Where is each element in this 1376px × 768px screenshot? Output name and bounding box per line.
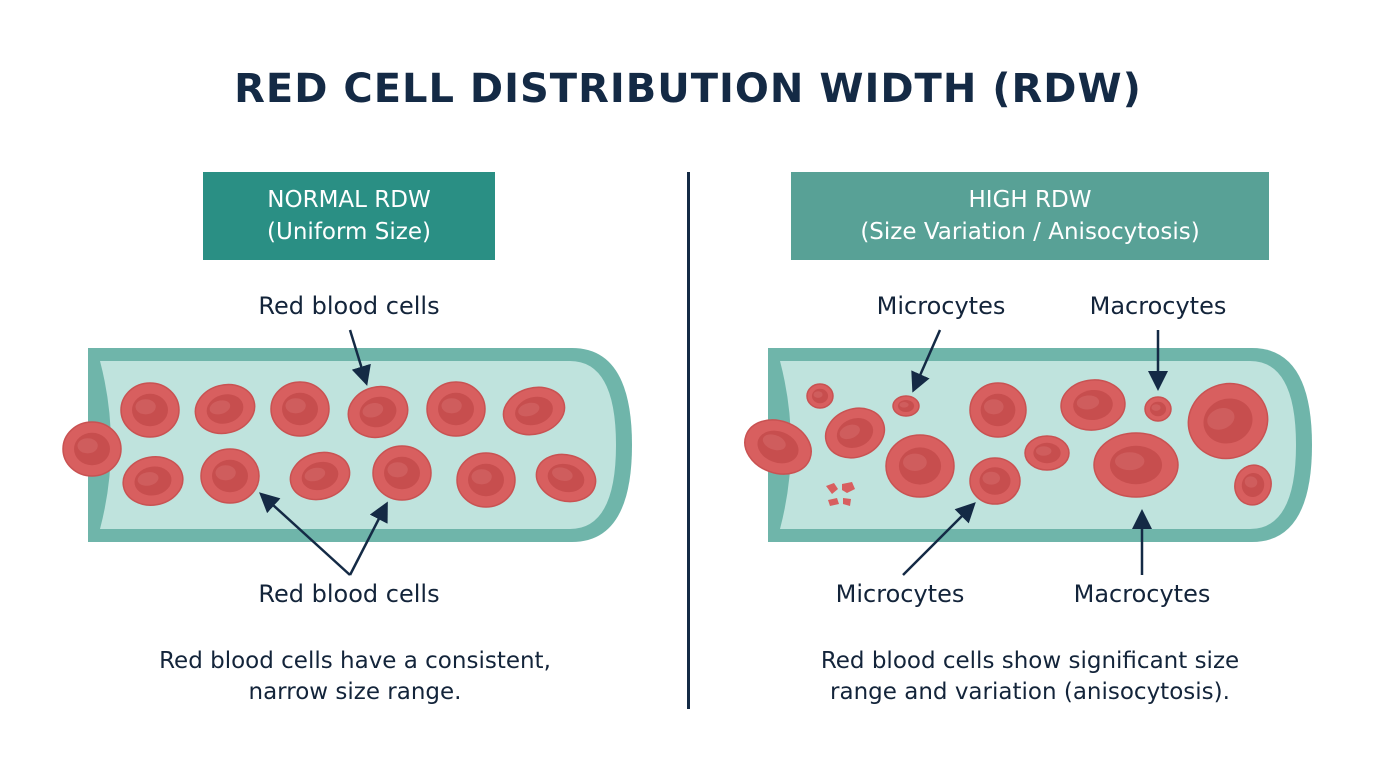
panel-divider xyxy=(687,172,690,709)
red-blood-cell xyxy=(824,407,886,459)
normal-rdw-header-line2: (Uniform Size) xyxy=(267,219,431,245)
variable-cells xyxy=(744,379,1272,506)
label-macrocytes-top: Macrocytes xyxy=(1089,292,1227,320)
high-rdw-caption-line1: Red blood cells show significant size xyxy=(820,648,1240,674)
red-blood-cell xyxy=(806,383,834,409)
red-blood-cell xyxy=(502,386,566,436)
label-macrocytes-bottom: Macrocytes xyxy=(1073,580,1211,608)
label-microcytes-top: Microcytes xyxy=(876,292,1006,320)
arrow-top-left-cells xyxy=(348,329,371,386)
red-blood-cell xyxy=(1060,379,1126,431)
red-blood-cell xyxy=(744,419,812,475)
arrow-bottom-left-cell xyxy=(259,492,351,576)
normal-arrows xyxy=(259,329,388,576)
red-blood-cell xyxy=(270,381,330,437)
high-rdw-arrows xyxy=(902,329,1168,576)
red-blood-cell xyxy=(289,451,351,501)
arrow-bottom-right-cell xyxy=(348,501,388,576)
red-blood-cell xyxy=(456,452,516,508)
red-blood-cell xyxy=(969,457,1021,505)
red-blood-cell xyxy=(535,453,597,503)
red-blood-cell xyxy=(372,445,432,501)
arrow-top-microcyte xyxy=(911,329,942,393)
red-blood-cell xyxy=(426,381,486,437)
red-blood-cell xyxy=(194,383,256,435)
high-rdw-header-line2: (Size Variation / Anisocytosis) xyxy=(860,219,1200,245)
red-blood-cell xyxy=(1234,464,1272,506)
label-red-blood-cells-bottom: Red blood cells xyxy=(258,580,440,608)
normal-cells xyxy=(62,381,597,508)
high-rdw-caption-line2: range and variation (anisocytosis). xyxy=(830,679,1230,705)
red-blood-cell xyxy=(1024,435,1070,471)
label-red-blood-cells-top: Red blood cells xyxy=(258,292,440,320)
label-microcytes-bottom: Microcytes xyxy=(835,580,965,608)
normal-rdw-caption-line2: narrow size range. xyxy=(248,679,462,705)
red-blood-cell xyxy=(122,456,184,506)
high-rdw-header: HIGH RDW (Size Variation / Anisocytosis) xyxy=(791,172,1269,260)
red-blood-cell xyxy=(120,382,180,438)
red-blood-cell xyxy=(62,421,122,477)
page-title: RED CELL DISTRIBUTION WIDTH (RDW) xyxy=(234,66,1142,112)
normal-rdw-caption-line1: Red blood cells have a consistent, xyxy=(159,648,551,674)
cell-fragment xyxy=(826,482,855,506)
high-rdw-header-line1: HIGH RDW xyxy=(968,187,1092,213)
normal-rdw-caption: Red blood cells have a consistent, narro… xyxy=(159,646,551,708)
red-blood-cell xyxy=(1093,432,1179,498)
red-blood-cell xyxy=(969,382,1027,438)
arrow-bottom-microcyte xyxy=(902,502,976,576)
red-blood-cell xyxy=(1144,396,1172,422)
red-blood-cell xyxy=(200,448,260,504)
normal-rdw-header: NORMAL RDW (Uniform Size) xyxy=(203,172,495,260)
high-rdw-caption: Red blood cells show significant size ra… xyxy=(821,646,1239,708)
red-blood-cell xyxy=(885,434,955,498)
normal-rdw-header-line1: NORMAL RDW xyxy=(267,187,431,213)
red-blood-cell xyxy=(1187,382,1269,460)
red-blood-cell xyxy=(892,395,920,417)
red-blood-cell xyxy=(347,385,409,439)
normal-vessel xyxy=(88,348,632,542)
